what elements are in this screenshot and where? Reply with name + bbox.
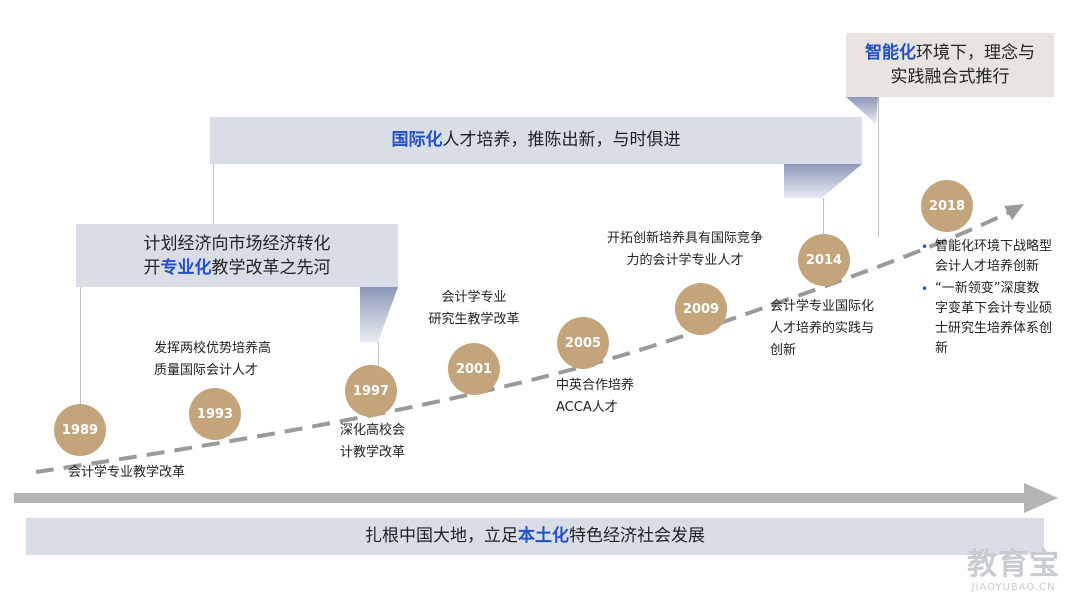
banner-localization: 扎根中国大地，立足本土化特色经济社会发展: [26, 518, 1044, 555]
banner-internationalization: 国际化人才培养，推陈出新，与时俱进: [210, 117, 862, 164]
banner1-pointer: [360, 287, 398, 342]
banner-specialization-line1: 计划经济向市场经济转化: [143, 234, 331, 254]
label-1989: 会计学专业教学改革: [68, 465, 186, 480]
banner3-pointer: [846, 97, 878, 124]
milestone-1997: 1997: [345, 365, 397, 417]
watermark-logo: 教育宝 JIAOYUBAO.CN: [967, 548, 1060, 594]
connector-banner2: [213, 164, 214, 224]
milestone-2018: 2018: [921, 180, 973, 232]
banner2-pointer: [784, 164, 862, 198]
highlight-localization: 本土化: [518, 526, 569, 546]
milestone-1993: 1993: [189, 388, 241, 440]
main-axis-bar: [14, 493, 1030, 503]
milestone-2009: 2009: [675, 283, 727, 335]
connector-1997: [378, 342, 379, 368]
bullet-item: • “一新领变”深度数 字变革下会计专业硕 士研究生培养体系创 新: [921, 281, 1053, 356]
label-2001: 会计学专业 研究生教学改革: [428, 290, 520, 327]
growth-curve: [35, 210, 1011, 474]
label-1997: 深化高校会 计教学改革: [340, 423, 406, 460]
main-axis-arrowhead: [1024, 483, 1058, 513]
highlight-internationalization: 国际化: [391, 130, 443, 150]
bullet-dot-icon: •: [921, 240, 929, 254]
highlight-intelligence: 智能化: [865, 43, 916, 63]
banner-intelligence: 智能化环境下，理念与 实践融合式推行: [846, 33, 1054, 97]
banner-intelligence-line2: 实践融合式推行: [890, 67, 1010, 87]
milestone-1989: 1989: [54, 404, 106, 456]
label-1993: 发挥两校优势培养高 质量国际会计人才: [154, 341, 272, 378]
connector-1989: [80, 287, 81, 404]
banner-specialization: 计划经济向市场经济转化 开专业化教学改革之先河: [76, 224, 398, 287]
bullet-item: • 智能化环境下战略型 会计人才培养创新: [921, 239, 1053, 274]
milestone-2005: 2005: [557, 317, 609, 369]
label-2009: 开拓创新培养具有国际竞争 力的会计学专业人才: [606, 231, 763, 268]
connector-2014: [823, 198, 824, 234]
bullet-dot-icon: •: [921, 282, 929, 296]
connector-banner3: [878, 97, 879, 237]
label-2005: 中英合作培养 ACCA人才: [556, 378, 635, 415]
banner-intelligence-line1: 智能化环境下，理念与: [865, 43, 1035, 63]
label-2018-bullets: • 智能化环境下战略型 会计人才培养创新 • “一新领变”深度数 字变革下会计专…: [921, 237, 1071, 361]
highlight-specialization: 专业化: [160, 258, 212, 278]
milestone-2001: 2001: [448, 343, 500, 395]
growth-curve-arrowhead: [1004, 204, 1024, 220]
watermark-sub: JIAOYUBAO.CN: [971, 582, 1056, 593]
milestone-2014: 2014: [798, 234, 850, 286]
label-2014: 会计学专业国际化 人才培养的实践与 创新: [770, 299, 875, 358]
watermark-main: 教育宝: [967, 547, 1060, 582]
banner-specialization-line2: 开专业化教学改革之先河: [143, 258, 331, 278]
